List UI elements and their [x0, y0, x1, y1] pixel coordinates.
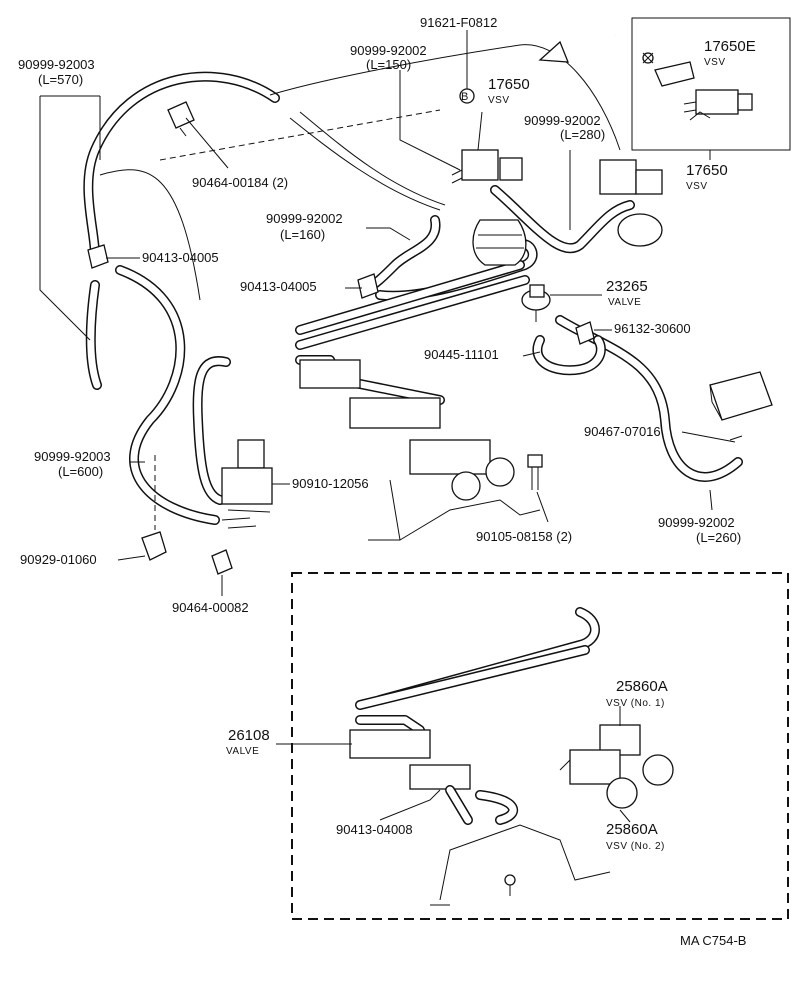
label-90467-07016: 90467-07016 [584, 424, 661, 439]
label-90413-04005-b: 90413-04005 [240, 279, 317, 294]
label-26108-valve: VALVE [226, 746, 260, 757]
clip-90929-part [141, 531, 167, 561]
label-90464-00184: 90464-00184 (2) [192, 175, 289, 190]
vsv-17650-mid-part [451, 88, 523, 184]
bracket-lower [430, 824, 611, 906]
label-90999-92003-570: 90999-92003 [18, 57, 95, 72]
label-26108: 26108 [228, 727, 270, 744]
label-23265-valve: VALVE [608, 297, 642, 308]
hose-90445 [532, 335, 606, 376]
label-90999-92002-150: 90999-92002 [350, 43, 427, 58]
vsv-17650-right-part [599, 159, 663, 247]
bolt-90105-part [527, 454, 543, 490]
label-17650-mid: 17650 [488, 76, 530, 93]
label-l600: (L=600) [58, 464, 104, 479]
arrow-indicator [538, 33, 616, 63]
clip-90464-00082-part [211, 549, 233, 575]
label-l160: (L=160) [280, 227, 326, 242]
label-90999-92002-280: 90999-92002 [524, 113, 601, 128]
label-17650e: 17650E [704, 38, 756, 55]
inset-box-17650e [631, 17, 791, 151]
label-17650-right-vsv: VSV [686, 181, 708, 192]
label-25860a-no2-sub: VSV (No. 2) [606, 841, 665, 852]
hose-280 [490, 185, 635, 254]
label-l280: (L=280) [560, 127, 606, 142]
label-23265: 23265 [606, 278, 648, 295]
label-circle-b: B [461, 91, 469, 103]
hose-left-lower [85, 280, 102, 390]
valve-assembly-top [299, 359, 541, 541]
label-90999-92002-260: 90999-92002 [658, 515, 735, 530]
label-l570: (L=570) [38, 72, 84, 87]
label-90413-04005-a: 90413-04005 [142, 250, 219, 265]
label-25860a-no1: 25860A [616, 678, 668, 695]
bracket-17650e [642, 52, 695, 87]
connector-96132-part [575, 321, 595, 345]
leader-lines [39, 30, 736, 823]
hose-upper-long [83, 71, 280, 260]
label-17650-right: 17650 [686, 162, 728, 179]
hose-600 [115, 265, 220, 525]
label-90999-92003-600: 90999-92003 [34, 449, 111, 464]
valve-23265-part [521, 284, 551, 322]
label-17650-mid-vsv: VSV [488, 95, 510, 106]
label-90105-08158: 90105-08158 (2) [476, 529, 573, 544]
label-90910-12056: 90910-12056 [292, 476, 369, 491]
valve-26108-assembly [349, 607, 600, 825]
label-90445-11101: 90445-11101 [424, 347, 499, 362]
label-90929-01060: 90929-01060 [20, 552, 97, 567]
bellows-part [472, 219, 527, 266]
label-25860a-no2: 25860A [606, 821, 658, 838]
clamp-90413-b-part [357, 273, 379, 299]
clip-90464-00184-part [167, 101, 195, 137]
label-25860a-no1-sub: VSV (No. 1) [606, 698, 665, 709]
box-part-right [709, 371, 773, 441]
clamp-90413-a-part [87, 244, 109, 269]
label-91621-f0812: 91621-F0812 [420, 15, 498, 30]
label-l150: (L=150) [366, 57, 412, 72]
label-96132-30600: 96132-30600 [614, 321, 691, 336]
vsv-25860a-assembly [559, 724, 674, 809]
inset-box-26108 [291, 572, 789, 920]
vsv-90910-part [221, 439, 273, 529]
label-90413-04008: 90413-04008 [336, 822, 413, 837]
label-90999-92002-160: 90999-92002 [266, 211, 343, 226]
hose-short-left [192, 356, 231, 505]
vsv-17650e-part [683, 89, 753, 121]
label-l260: (L=260) [696, 530, 742, 545]
label-footer-code: MA C754-B [680, 933, 747, 948]
label-17650e-vsv: VSV [704, 57, 726, 68]
label-90464-00082: 90464-00082 [172, 600, 249, 615]
